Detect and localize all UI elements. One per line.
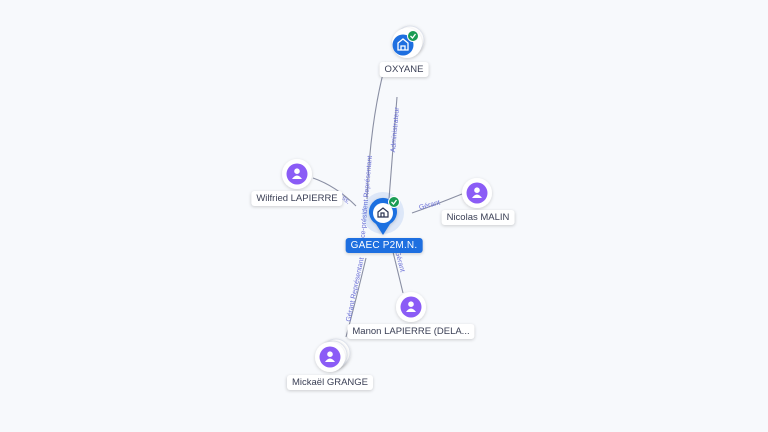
person-icon — [325, 351, 335, 362]
person-icon — [406, 301, 416, 312]
verified-check-icon — [388, 196, 400, 208]
person-icon — [292, 168, 302, 179]
company-icon — [377, 207, 389, 218]
building-icon — [397, 38, 409, 51]
edge-nicolas-gaec — [411, 193, 463, 214]
node-label-oxyane[interactable]: OXYANE — [379, 62, 429, 77]
node-nicolas[interactable] — [462, 178, 492, 208]
node-manon[interactable] — [396, 292, 426, 322]
edge-label: Administrateur — [390, 106, 401, 152]
edge-label: Gérant Représentant — [345, 257, 365, 322]
node-label-mickael[interactable]: Mickaël GRANGE — [286, 375, 374, 390]
edge-oxyane-gaec — [388, 96, 398, 200]
verified-check-icon — [407, 30, 419, 42]
node-wilfried[interactable] — [282, 159, 312, 189]
node-label-wilfried[interactable]: Wilfried LAPIERRE — [251, 191, 343, 206]
node-mickael[interactable] — [315, 338, 351, 372]
node-oxyane[interactable] — [392, 25, 425, 58]
node-label-gaec[interactable]: GAEC P2M.N. — [345, 238, 423, 253]
edge-label: Gérant — [418, 199, 441, 211]
node-gaec[interactable] — [362, 192, 404, 235]
person-icon — [472, 187, 482, 198]
node-label-nicolas[interactable]: Nicolas MALIN — [441, 210, 515, 225]
node-label-manon[interactable]: Manon LAPIERRE (DELA... — [347, 324, 475, 339]
edge-wilfried-gaec — [312, 177, 357, 207]
